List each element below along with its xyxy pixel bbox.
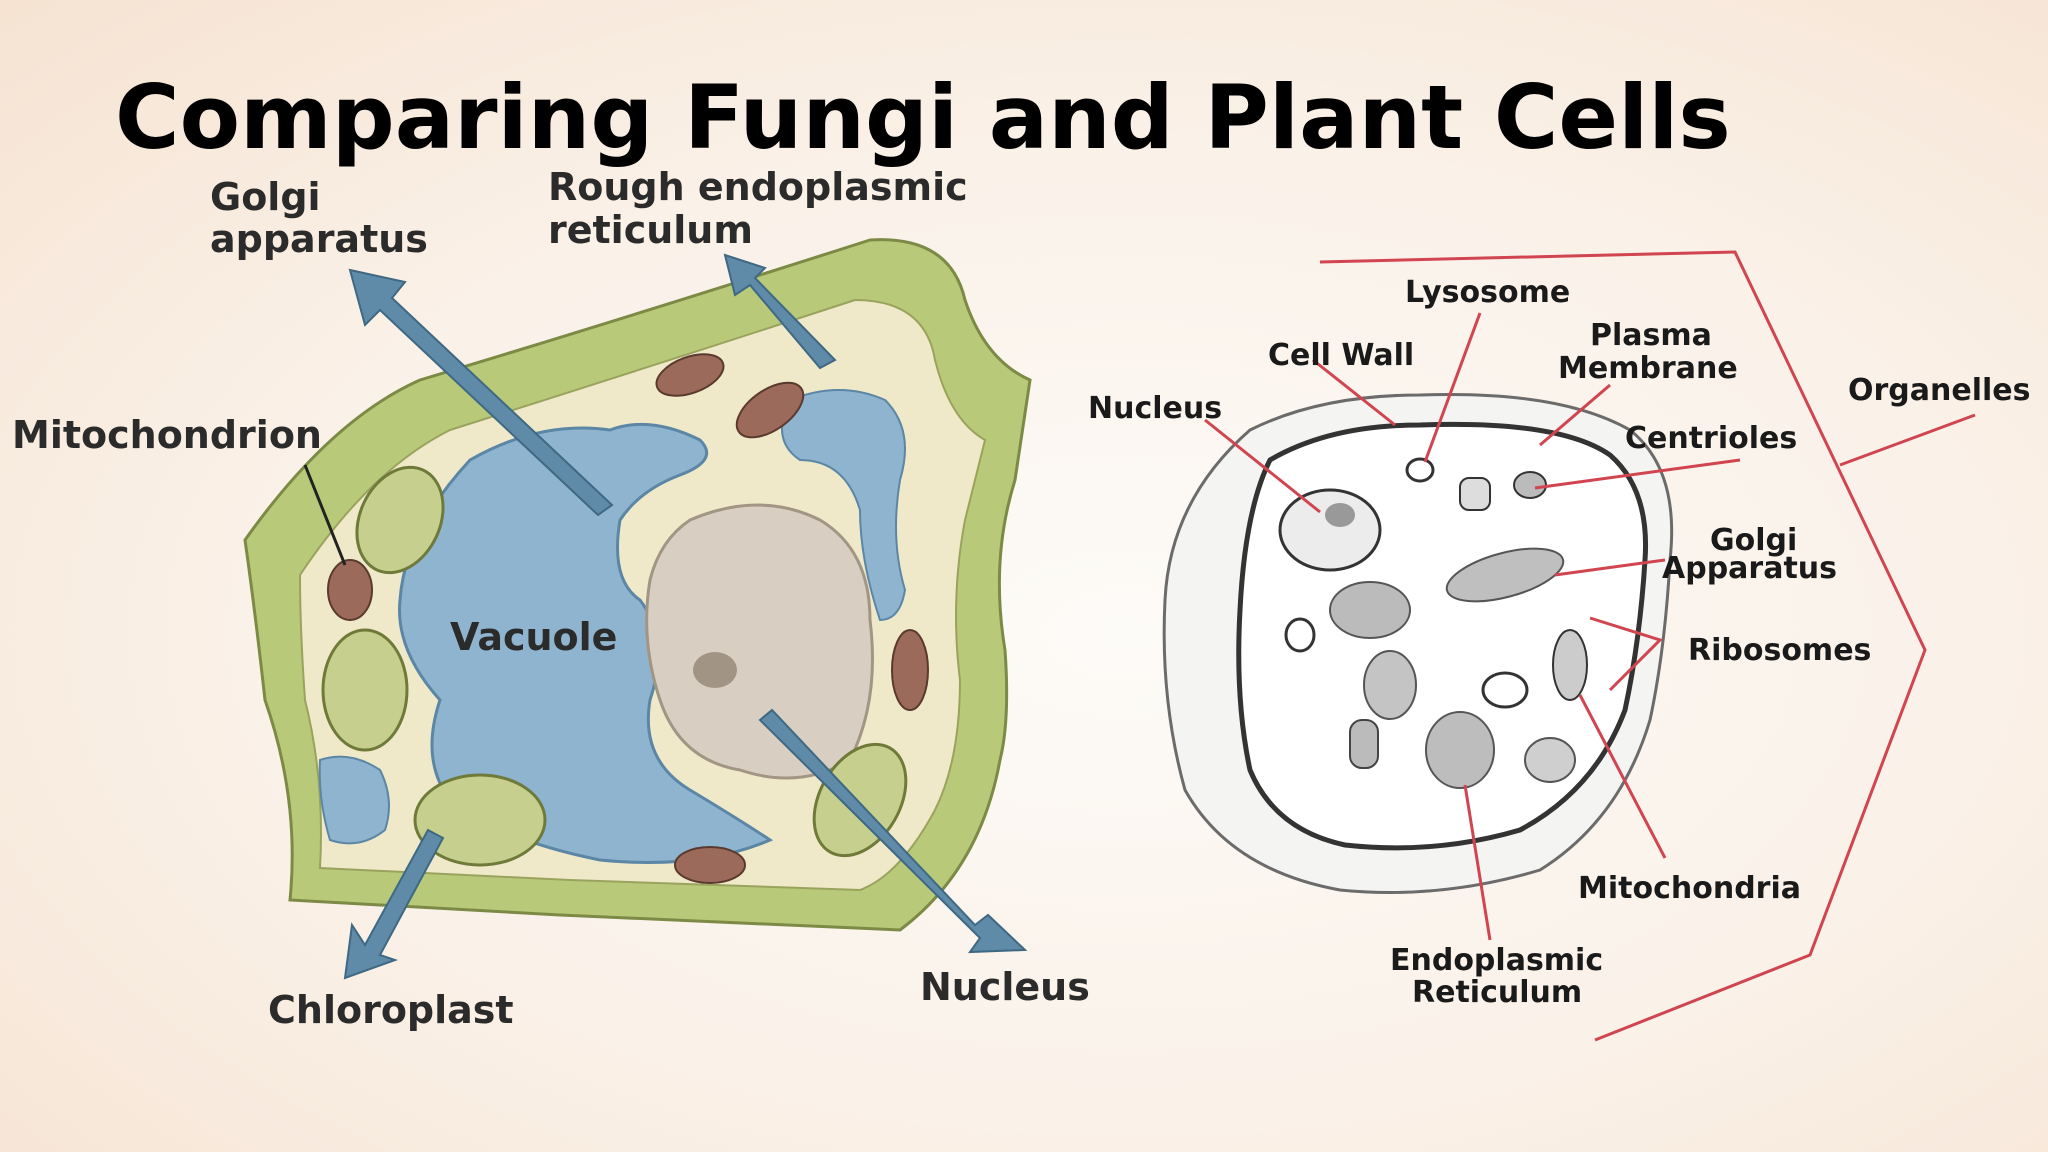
label-ribosomes: Ribosomes: [1688, 633, 1871, 668]
fungi-nucleus: [1278, 488, 1382, 572]
mitochondrion-1: [327, 559, 373, 621]
nucleolus: [693, 652, 737, 688]
label-er-line2: Reticulum: [1412, 975, 1582, 1010]
label-rough-er-line2: reticulum: [548, 208, 753, 252]
fungi-mitochondrion: [1552, 629, 1588, 701]
label-rough-er-line1: Rough endoplasmic: [548, 165, 968, 209]
golgi-stack: [1445, 547, 1565, 603]
centriole: [1513, 471, 1547, 499]
label-mitochondria: Mitochondria: [1578, 871, 1801, 906]
leader-cell-wall: [1312, 358, 1396, 427]
label-chloroplast: Chloroplast: [268, 988, 514, 1032]
leader-centrioles: [1534, 458, 1741, 490]
label-golgi-apparatus-line1: Golgi: [1710, 523, 1797, 558]
plant-nucleus: [645, 503, 874, 780]
arrow-nucleus-shape: [758, 708, 1028, 954]
leader-organelles: [1839, 413, 1976, 467]
mitochondrion-2: [655, 353, 725, 397]
label-plasma-membrane-line1: Plasma: [1590, 318, 1712, 353]
mitochondrion-3: [735, 381, 805, 439]
label-organelles: Organelles: [1848, 373, 2031, 408]
label-golgi-line1: Golgi: [210, 175, 321, 219]
label-er-line1: Endoplasmic: [1390, 943, 1603, 978]
vacuole-small-1: [1284, 617, 1316, 653]
arrow-golgi-shape: [348, 268, 614, 517]
plant-cell-diagram: Golgi apparatus Rough endoplasmic reticu…: [12, 165, 1090, 1032]
vacuole-upper-right: [781, 389, 907, 622]
vacuole: [398, 422, 774, 864]
leader-nucleus: [1204, 418, 1321, 514]
blob-2: [1349, 719, 1379, 769]
label-vacuole: Vacuole: [450, 615, 617, 659]
chloroplast-3: [355, 465, 445, 575]
leader-golgi: [1554, 558, 1666, 577]
vesicle-1: [1459, 477, 1491, 511]
label-lysosome: Lysosome: [1405, 275, 1570, 310]
lysosome: [1405, 457, 1435, 483]
label-golgi-apparatus-line2: Apparatus: [1662, 551, 1837, 586]
er-blob: [1425, 711, 1495, 789]
label-mitochondrion: Mitochondrion: [12, 413, 322, 457]
label-plant-nucleus: Nucleus: [920, 965, 1090, 1009]
label-cell-wall: Cell Wall: [1268, 338, 1414, 373]
arrow-rough-er-shape: [723, 253, 837, 370]
label-centrioles: Centrioles: [1625, 421, 1797, 456]
fungi-cell-diagram: Lysosome Cell Wall Plasma Membrane Nucle…: [1088, 250, 2031, 1042]
leader-organelles-bracket: [1319, 250, 1927, 1042]
leader-plasma-membrane: [1539, 383, 1611, 447]
leader-lysosome: [1423, 312, 1482, 463]
blob-4: [1524, 737, 1576, 783]
label-fungi-nucleus: Nucleus: [1088, 391, 1222, 426]
leader-er: [1463, 784, 1492, 941]
vacuole-lower-left: [318, 755, 390, 845]
mitochondrion-5: [674, 846, 746, 884]
vacuole-small-2: [1481, 671, 1529, 709]
blob-1: [1363, 650, 1417, 720]
arrow-chloroplast-shape: [343, 828, 445, 980]
blob-3: [1329, 581, 1411, 639]
leader-mitochondria: [1578, 694, 1667, 859]
chloroplast-1: [413, 773, 547, 867]
leader-mitochondrion: [303, 464, 347, 566]
fungi-nucleolus: [1325, 503, 1355, 527]
chloroplast-2: [321, 628, 409, 752]
leader-ribosomes: [1589, 616, 1663, 692]
mitochondrion-4: [891, 629, 929, 711]
page-title: Comparing Fungi and Plant Cells: [115, 66, 1731, 169]
label-golgi-line2: apparatus: [210, 217, 428, 261]
label-plasma-membrane-line2: Membrane: [1558, 351, 1738, 386]
